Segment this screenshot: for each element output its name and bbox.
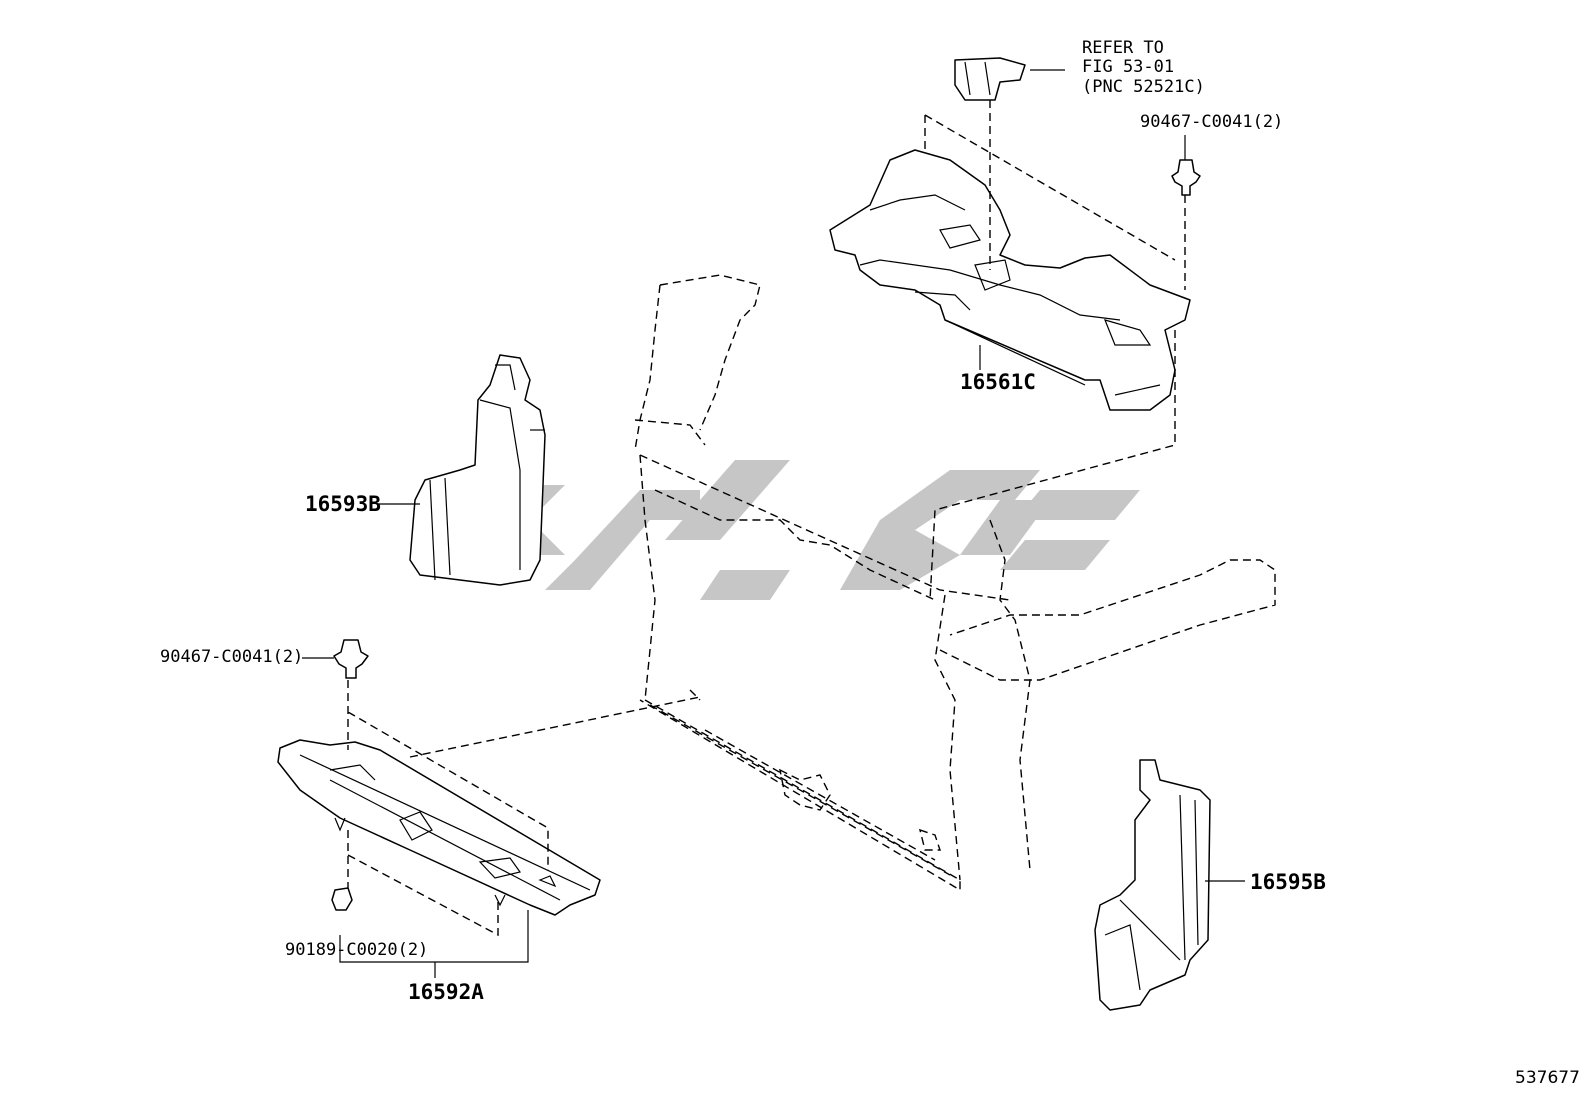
part-16593B-drawing bbox=[409, 354, 546, 586]
watermark-logo bbox=[470, 460, 1140, 600]
radiator-support-frame bbox=[634, 274, 1276, 892]
callout-clip-top[interactable]: 90467-C0041(2) bbox=[1140, 112, 1284, 132]
referenced-bracket-drawing bbox=[954, 57, 1026, 101]
part-16592A-bracket bbox=[339, 910, 529, 978]
callout-part-16595B[interactable]: 16595B bbox=[1250, 870, 1326, 894]
part-16561C-drawing bbox=[829, 149, 1191, 411]
clip-bottom-drawing bbox=[331, 887, 353, 911]
clip-left-drawing bbox=[333, 639, 369, 679]
top-guide-lines bbox=[924, 100, 1186, 601]
callout-part-16592A[interactable]: 16592A bbox=[408, 980, 484, 1004]
callout-part-16593B[interactable]: 16593B bbox=[305, 492, 381, 516]
lower-guide-lines bbox=[347, 680, 701, 937]
part-16592A-drawing bbox=[277, 739, 601, 916]
clip-top-drawing bbox=[1171, 159, 1201, 196]
callout-clip-left[interactable]: 90467-C0041(2) bbox=[160, 647, 304, 667]
figure-number: 537677 bbox=[1515, 1068, 1580, 1088]
ref-note-line3: (PNC 52521C) bbox=[1082, 77, 1205, 97]
ref-note-line2: FIG 53-01 bbox=[1082, 57, 1175, 77]
ref-note-line1: REFER TO bbox=[1082, 38, 1164, 58]
callout-part-16561C[interactable]: 16561C bbox=[960, 370, 1036, 394]
part-16595B-drawing bbox=[1094, 759, 1211, 1011]
callout-clip-bottom[interactable]: 90189-C0020(2) bbox=[285, 940, 429, 960]
